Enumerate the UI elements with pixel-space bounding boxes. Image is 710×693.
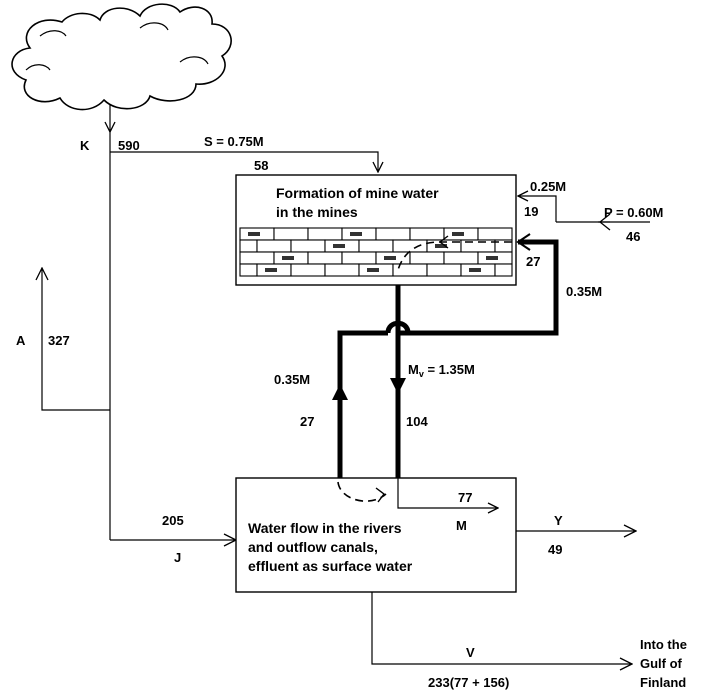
- river-box: [235, 477, 517, 593]
- y-label: Y: [554, 513, 563, 528]
- brick: [239, 263, 258, 277]
- brick-mark: [435, 244, 447, 248]
- recirculation-loop-right: [398, 239, 559, 336]
- crossover-hop: [385, 320, 411, 334]
- mine-box-text-line2: in the mines: [276, 204, 358, 220]
- m-flow-arrow: [397, 478, 498, 508]
- brick: [409, 227, 445, 241]
- j-value: 205: [162, 513, 184, 528]
- brick-mark: [367, 268, 379, 272]
- brick: [477, 227, 513, 241]
- brick: [324, 263, 360, 277]
- brick: [358, 239, 394, 253]
- river-box-text-line2: and outflow canals,: [248, 539, 378, 555]
- a-label: A: [16, 333, 26, 348]
- brick-mark: [265, 268, 277, 272]
- gulf-label-line2: Gulf of: [640, 656, 683, 671]
- brick: [273, 227, 309, 241]
- p-arrowhead-shape: [598, 213, 611, 231]
- brick: [443, 251, 479, 265]
- s-formula: S = 0.75M: [204, 134, 264, 149]
- v-flow-arrow: [371, 592, 632, 664]
- upper-inflow-formula: 0.25M: [530, 179, 566, 194]
- brick-mark: [282, 256, 294, 260]
- brick: [256, 239, 292, 253]
- mv-arrowhead: [390, 378, 406, 394]
- brick: [494, 263, 513, 277]
- brick: [290, 239, 326, 253]
- mv-value: 104: [406, 414, 428, 429]
- left-recirc-formula: 0.35M: [274, 372, 310, 387]
- brick: [239, 251, 275, 265]
- brick: [290, 263, 326, 277]
- y-value: 49: [548, 542, 562, 557]
- brick-mark: [384, 256, 396, 260]
- p-formula: P = 0.60M: [604, 205, 663, 220]
- upper-inflow-value: 19: [524, 204, 538, 219]
- cloud-icon: [11, 3, 232, 111]
- j-label: J: [174, 550, 181, 565]
- a-value: 327: [48, 333, 70, 348]
- brick: [341, 251, 377, 265]
- a-flow-arrow: [42, 268, 110, 411]
- brick-wall: [239, 227, 513, 277]
- gulf-label-line3: Finland: [640, 675, 686, 690]
- right-recirc-formula: 0.35M: [566, 284, 602, 299]
- right-recirc-value: 27: [526, 254, 540, 269]
- left-up-arrowhead: [332, 384, 348, 400]
- left-recirc-value: 27: [300, 414, 314, 429]
- recirculation-right-arrowhead: [516, 233, 531, 251]
- river-box-text-line3: effluent as surface water: [248, 558, 413, 574]
- mine-box-text-line1: Formation of mine water: [276, 185, 439, 201]
- brick: [375, 227, 411, 241]
- s-flow-arrow: [110, 151, 378, 172]
- brick-mark: [248, 232, 260, 236]
- upper-inflow-arrow: [518, 196, 557, 222]
- recirculation-loop-left: [337, 330, 388, 480]
- dashed-flow-river-arrow: [375, 487, 385, 503]
- brick: [392, 239, 428, 253]
- brick: [426, 263, 462, 277]
- brick-mark: [333, 244, 345, 248]
- gulf-label-line1: Into the: [640, 637, 687, 652]
- m-value: 77: [458, 490, 472, 505]
- k-label: K: [80, 138, 90, 153]
- brick-mark: [486, 256, 498, 260]
- mv-formula: Mv = 1.35M: [408, 362, 475, 379]
- brick: [307, 251, 343, 265]
- brick-mark: [452, 232, 464, 236]
- river-box-text-line1: Water flow in the rivers: [248, 520, 402, 536]
- brick: [307, 227, 343, 241]
- v-label: V: [466, 645, 475, 660]
- brick-mark: [350, 232, 362, 236]
- brick: [239, 239, 258, 253]
- m-label: M: [456, 518, 467, 533]
- s-value: 58: [254, 158, 268, 173]
- brick-mark: [469, 268, 481, 272]
- k-value: 590: [118, 138, 140, 153]
- dashed-flow-mine-arrow: [438, 235, 449, 249]
- v-value: 233(77 + 156): [428, 675, 509, 690]
- brick: [409, 251, 445, 265]
- brick: [392, 263, 428, 277]
- p-value: 46: [626, 229, 640, 244]
